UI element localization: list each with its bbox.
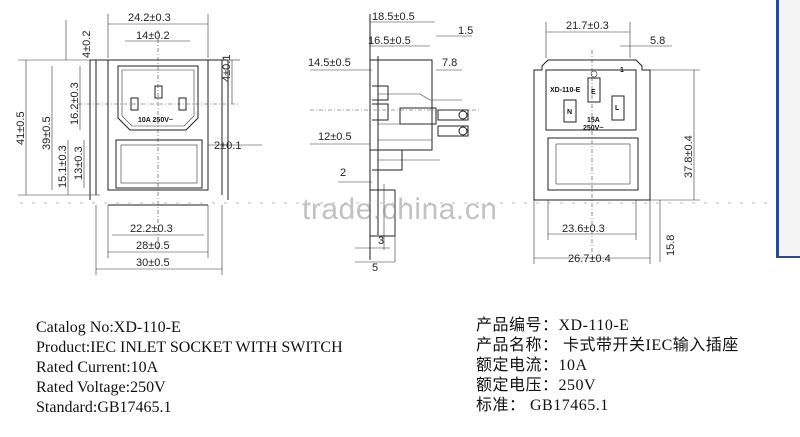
dim-side-2: 2±0.1 — [214, 140, 241, 152]
spec-voltage: Rated Voltage:250V — [36, 379, 166, 396]
watermark: trade.china.cn — [302, 193, 498, 226]
specs-english: Catalog No:XD-110-E Product:IEC INLET SO… — [36, 318, 343, 418]
spec-current: Rated Current:10A — [36, 359, 159, 376]
rear-view: 21.7±0.3 5.8 XD-110-E N E L 1 15A 250V~ … — [533, 20, 700, 265]
dim-bottom-30: 30±0.5 — [136, 257, 170, 269]
dim-side-16: 16.5±0.5 — [368, 35, 411, 47]
spec-cn-current: 额定电流：10A — [476, 357, 588, 374]
terminal-l: L — [615, 105, 620, 112]
side-view: 18.5±0.5 16.5±0.5 1.5 14.5±0.5 7.8 12±0.… — [308, 11, 480, 274]
rear-rating-volt: 250V~ — [583, 125, 603, 132]
dim-side-3: 3 — [378, 235, 384, 247]
dim-side-7-8: 7.8 — [442, 57, 457, 69]
dim-side-1-5: 1.5 — [458, 25, 473, 37]
dim-side-18: 18.5±0.5 — [372, 11, 415, 23]
dim-side-2: 2 — [340, 167, 346, 179]
terminal-n: N — [567, 109, 572, 116]
dim-rear-37: 37.8±0.4 — [683, 135, 695, 178]
dim-side-14: 14.5±0.5 — [308, 57, 351, 69]
dim-bottom-28: 28±0.5 — [136, 240, 170, 252]
dim-rear-23: 23.6±0.3 — [562, 223, 605, 235]
rear-rating-amp: 15A — [587, 117, 600, 124]
dim-pin-span: 14±0.2 — [136, 30, 170, 42]
dim-width-top: 24.2±0.3 — [128, 12, 171, 24]
spec-product: Product:IEC INLET SOCKET WITH SWITCH — [36, 339, 343, 356]
dim-right-4: 4±0.1 — [221, 55, 233, 82]
spec-catalog: Catalog No:XD-110-E — [36, 319, 181, 336]
dim-top-offset: 4±0.2 — [81, 31, 93, 58]
dim-height-total: 41±0.5 — [15, 111, 27, 145]
dim-bottom-22: 22.2±0.3 — [130, 223, 173, 235]
dim-side-5: 5 — [372, 262, 378, 274]
rear-model-label: XD-110-E — [550, 87, 581, 94]
specs-chinese: 产品编号：XD-110-E 产品名称： 卡式带开关IEC输入插座 额定电流：10… — [476, 316, 739, 416]
terminal-1: 1 — [620, 67, 624, 74]
dim-rear-15-8: 15.8 — [665, 235, 677, 256]
spec-cn-standard: 标准： GB17465.1 — [476, 397, 609, 414]
front-rating-label: 10A 250V~ — [138, 117, 173, 124]
spec-cn-product: 产品名称： 卡式带开关IEC输入插座 — [476, 337, 739, 354]
terminal-e: E — [591, 89, 596, 96]
dim-height-39: 39±0.5 — [41, 116, 53, 150]
technical-drawing: 24.2±0.3 14±0.2 10A 250V~ 41±0.5 39±0.5 — [15, 11, 770, 275]
dim-rear-26: 26.7±0.4 — [568, 253, 611, 265]
dim-lower-13: 13±0.3 — [73, 146, 85, 180]
dim-rear-5-8: 5.8 — [650, 35, 665, 47]
dim-pin-height: 16.2±0.3 — [69, 82, 81, 125]
spec-cn-catalog: 产品编号：XD-110-E — [476, 317, 630, 334]
spec-cn-voltage: 额定电压：250V — [476, 377, 597, 394]
dim-rear-21: 21.7±0.3 — [566, 20, 609, 32]
spec-standard: Standard:GB17465.1 — [36, 399, 172, 416]
dim-lower-15: 15.1±0.3 — [57, 145, 69, 188]
dim-side-12: 12±0.5 — [318, 131, 352, 143]
side-panel — [776, 0, 800, 258]
front-view: 24.2±0.3 14±0.2 10A 250V~ 41±0.5 39±0.5 — [15, 12, 262, 275]
